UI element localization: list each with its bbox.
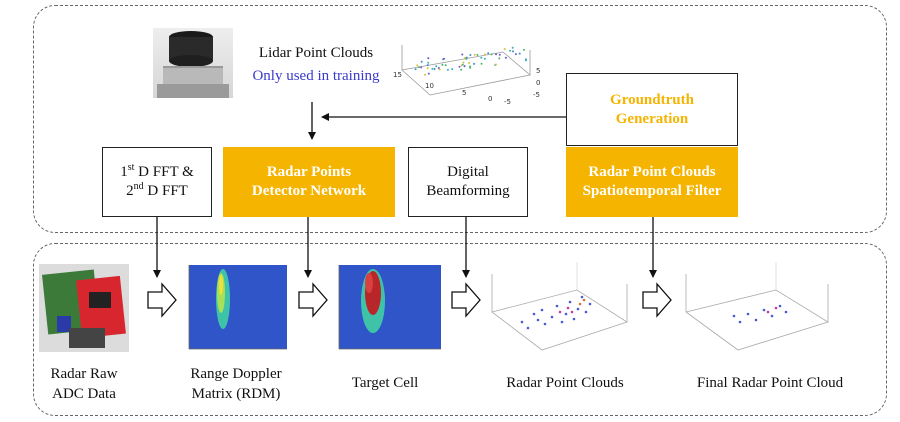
spatiotemporal-filter-label: Radar Point Clouds Spatiotemporal Filter (582, 164, 722, 199)
fft-box: 1st D FFT & 2nd D FFT (102, 147, 212, 217)
groundtruth-label: Groundtruth Generation (610, 91, 694, 127)
detector-network-label: Radar Points Detector Network (251, 164, 367, 199)
pipeline-section-frame (33, 243, 887, 416)
fft-line-2: 2nd D FFT (126, 181, 188, 200)
final-radar-point-cloud-image (676, 262, 836, 362)
beamforming-label: Digital Beamforming (426, 164, 510, 199)
lidar-sensor-image (153, 28, 233, 98)
caption-rdm: Range Doppler Matrix (RDM) (190, 366, 282, 402)
radar-board-image (39, 264, 129, 352)
digital-beamforming-box: Digital Beamforming (408, 147, 528, 217)
training-section-frame (33, 5, 887, 233)
caption-radar-point-clouds: Radar Point Clouds (506, 375, 624, 391)
caption-target-cell: Target Cell (351, 375, 419, 391)
caption-final-radar-point-cloud: Final Radar Point Cloud (696, 375, 844, 391)
radar-points-detector-network-box: Radar Points Detector Network (223, 147, 395, 217)
lidar-title: Lidar Point Clouds (258, 45, 374, 61)
radar-point-clouds-image (482, 262, 634, 362)
caption-radar-raw-adc: Radar Raw ADC Data (50, 366, 118, 402)
lidar-note: Only used in training (252, 68, 380, 84)
spatiotemporal-filter-box: Radar Point Clouds Spatiotemporal Filter (566, 147, 738, 217)
groundtruth-generation-box: Groundtruth Generation (566, 73, 738, 146)
fft-line-1: 1st D FFT & (120, 162, 194, 181)
target-cell-image (333, 263, 443, 355)
range-doppler-matrix-image (183, 263, 289, 355)
